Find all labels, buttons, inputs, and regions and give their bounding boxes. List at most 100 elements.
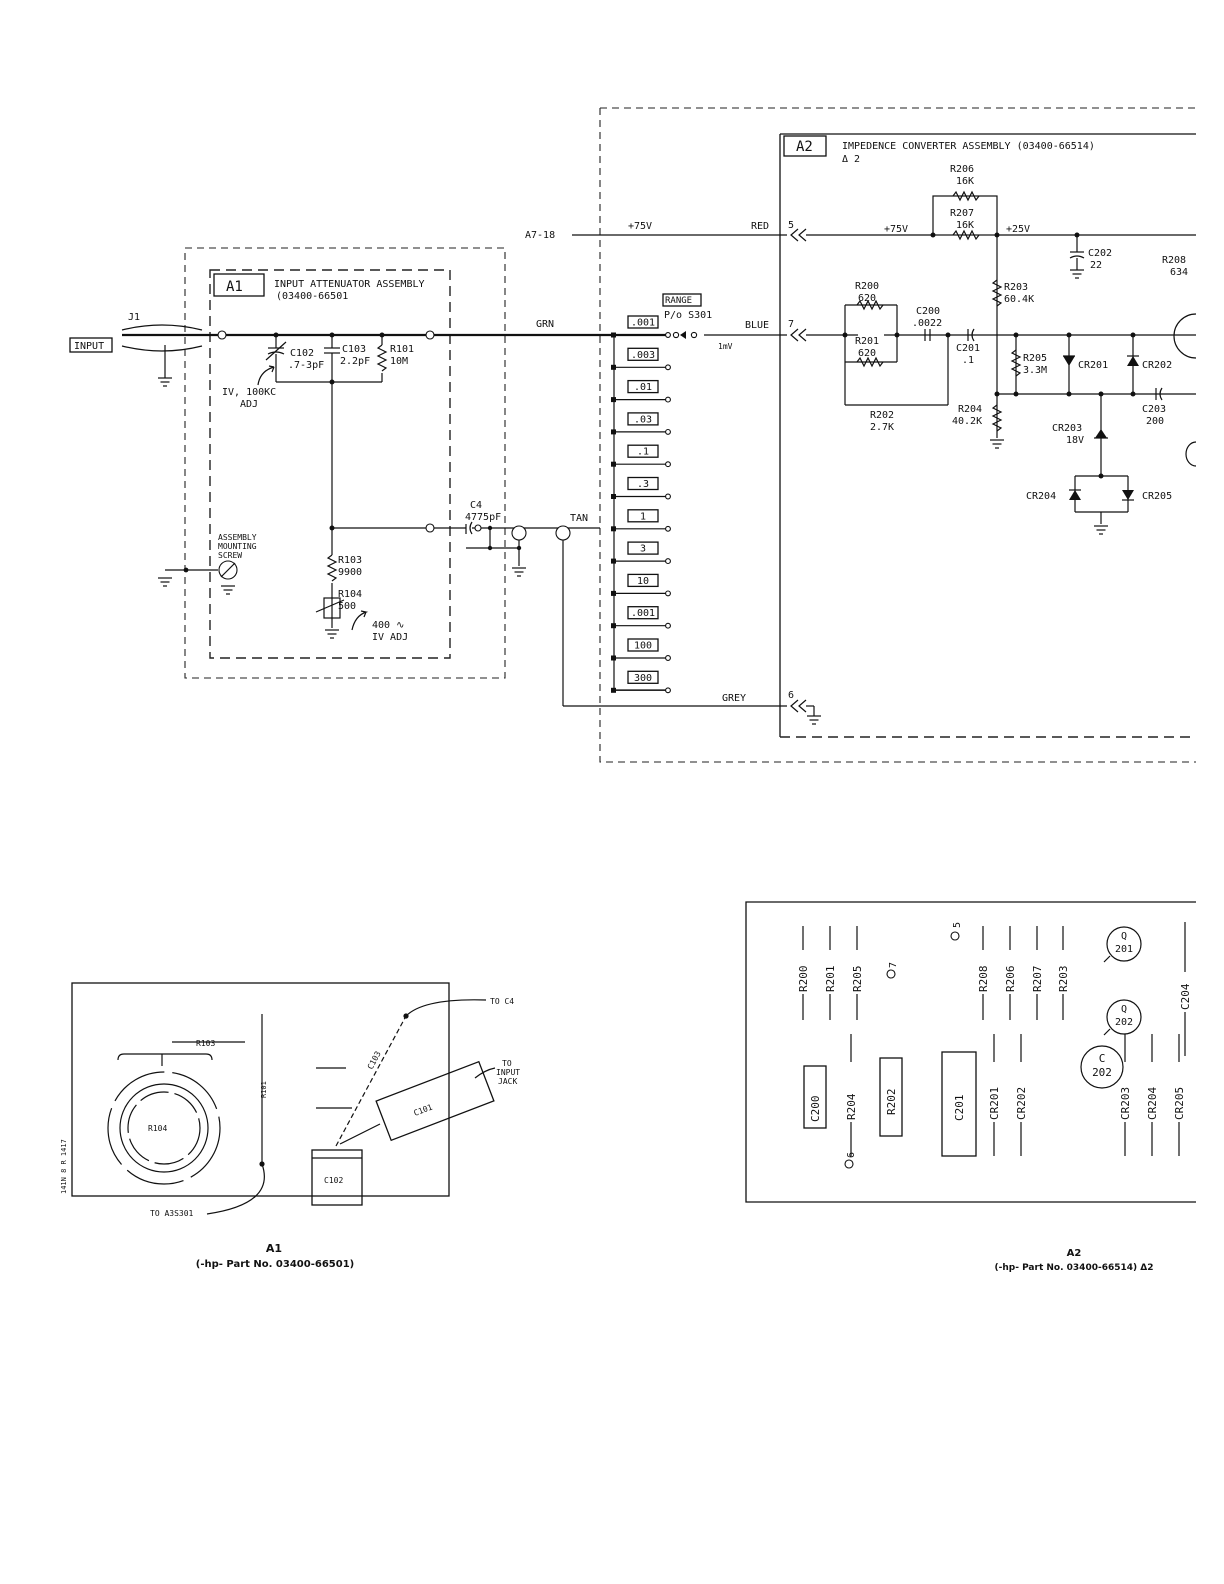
supply-line xyxy=(572,195,1196,438)
a1-board-c101: C101 xyxy=(412,1102,433,1117)
mv-label: 1mV xyxy=(718,342,733,351)
r101-label: R101 xyxy=(390,344,414,355)
a1-board-to-input-1: TO xyxy=(502,1059,512,1068)
s301-label: P/o S301 xyxy=(664,310,712,321)
a1-board-side-text: 141N 8 R 1417 xyxy=(60,1139,68,1194)
a2-board-part: CR204 xyxy=(1146,1034,1159,1156)
a2-board-resistor-label: R207 xyxy=(1031,966,1044,993)
pin-6-label: 6 xyxy=(788,690,794,701)
cr203-value: 18V xyxy=(1066,435,1084,446)
pin-7-label: 7 xyxy=(788,319,794,330)
switch-position: 10 xyxy=(611,573,671,597)
grey-return-line xyxy=(563,699,815,716)
a2-title: IMPEDENCE CONVERTER ASSEMBLY (03400-6651… xyxy=(842,141,1095,152)
a2-board-resistor: R208 xyxy=(977,926,990,1020)
r202-value: 2.7K xyxy=(870,422,894,433)
c102-label: C102 xyxy=(290,348,314,359)
a2-caption: A2 xyxy=(1067,1248,1082,1259)
r200-value: 620 xyxy=(858,293,876,304)
a1-board-c102: C102 xyxy=(324,1176,343,1185)
a2-board-part-label: R204 xyxy=(845,1093,858,1120)
switch-range-label: .001 xyxy=(631,608,655,619)
a2-board-outline xyxy=(745,901,1196,1203)
switch-position: .3 xyxy=(611,476,671,500)
a2-board-part: R204 xyxy=(845,1034,858,1156)
c4-capacitor xyxy=(465,521,600,706)
switch-range-label: .001 xyxy=(631,318,655,329)
c103-label: C103 xyxy=(342,344,366,355)
a2-board-pads xyxy=(844,931,960,1169)
switch-range-label: .03 xyxy=(634,414,652,425)
cr202-label: CR202 xyxy=(1142,360,1172,371)
a2-75v-label: +75V xyxy=(884,224,908,235)
a2-input-network xyxy=(842,304,975,406)
a2-outer-dashed-outline xyxy=(599,107,1196,763)
switch-position: 1 xyxy=(611,509,671,532)
r204-label: R204 xyxy=(958,404,982,415)
assembly-mounting-screw xyxy=(165,560,238,580)
switch-position: .001 xyxy=(611,606,671,629)
a1-part-caption: (-hp- Part No. 03400-66501) xyxy=(196,1259,354,1270)
a2-board-part: CR202 xyxy=(1015,1034,1028,1156)
a2-board-resistor-label: R208 xyxy=(977,966,990,993)
r101-value: 10M xyxy=(390,356,408,367)
switch-range-label: 300 xyxy=(634,673,652,684)
a2-board-resistor-label: R200 xyxy=(797,966,810,993)
r207-value: 16K xyxy=(956,220,974,231)
a1-board-to-input-3: JACK xyxy=(498,1077,517,1086)
lf-adjust-label: 400 ∿ xyxy=(372,620,404,631)
c200-label: C200 xyxy=(916,306,940,317)
switch-position: .1 xyxy=(611,444,671,468)
a2-board-part-label: CR203 xyxy=(1119,1087,1132,1120)
a2-board-q201-num: 201 xyxy=(1115,944,1133,955)
mount-screw-line2: MOUNTING xyxy=(218,542,257,551)
a2-assembly-frame xyxy=(779,133,1196,738)
r202-label: R202 xyxy=(870,410,894,421)
a2-board-r202: R202 xyxy=(885,1089,898,1116)
supply-source-label: A7-18 xyxy=(525,230,555,241)
range-label: RANGE xyxy=(665,296,692,306)
switch-range-label: 100 xyxy=(634,641,652,652)
a2-revision: Δ 2 xyxy=(842,154,860,165)
c200-value: .0022 xyxy=(912,318,942,329)
j1-label: J1 xyxy=(128,312,140,323)
a2-board-q202-num: 202 xyxy=(1115,1017,1133,1028)
c102-trimmer-capacitor xyxy=(265,335,287,382)
a2-board-resistor: R200 xyxy=(797,926,810,1020)
r205-label: R205 xyxy=(1023,353,1047,364)
hf-adjust-arrow xyxy=(257,365,275,386)
a2-board-resistor-label: R203 xyxy=(1057,966,1070,993)
switch-range-label: 10 xyxy=(637,576,649,587)
a2-board-resistor: R203 xyxy=(1057,926,1070,1020)
red-wire-label: RED xyxy=(751,221,769,232)
a1-tag: A1 xyxy=(226,279,243,295)
a1-board-r103: R103 xyxy=(196,1039,215,1048)
a1-board-r101: R101 xyxy=(260,1081,268,1098)
a1-part-number: (03400-66501 xyxy=(276,291,348,302)
a2-board-c204-label: C204 xyxy=(1179,983,1192,1010)
a2-board-part-label: CR201 xyxy=(988,1087,1001,1120)
c103-value: 2.2pF xyxy=(340,356,370,367)
c203-label: C203 xyxy=(1142,404,1166,415)
a2-board-c202-c: C xyxy=(1099,1052,1106,1065)
r207-label: R207 xyxy=(950,208,974,219)
a2-board-resistor: R206 xyxy=(1004,926,1017,1020)
r200-label: R200 xyxy=(855,281,879,292)
r208-label: R208 xyxy=(1162,255,1186,266)
cr204-label: CR204 xyxy=(1026,491,1056,502)
switch-position: 100 xyxy=(611,638,671,661)
lf-divider-branch xyxy=(315,523,466,628)
a1-board-to-s301: TO A3S301 xyxy=(150,1209,194,1218)
cr201-label: CR201 xyxy=(1078,360,1108,371)
switch-position: 300 xyxy=(611,670,671,694)
switch-position: .003 xyxy=(611,347,671,371)
switch-position: 3 xyxy=(611,541,671,565)
a1-caption: A1 xyxy=(266,1242,282,1255)
a2-part-caption: (-hp- Part No. 03400-66514) Δ2 xyxy=(995,1263,1154,1273)
a1-outer-dashed-outline xyxy=(184,247,506,679)
r206-label: R206 xyxy=(950,164,974,175)
a2-board-c202: C 202 xyxy=(1080,1045,1124,1089)
a1-board-to-c4: TO C4 xyxy=(490,997,514,1006)
